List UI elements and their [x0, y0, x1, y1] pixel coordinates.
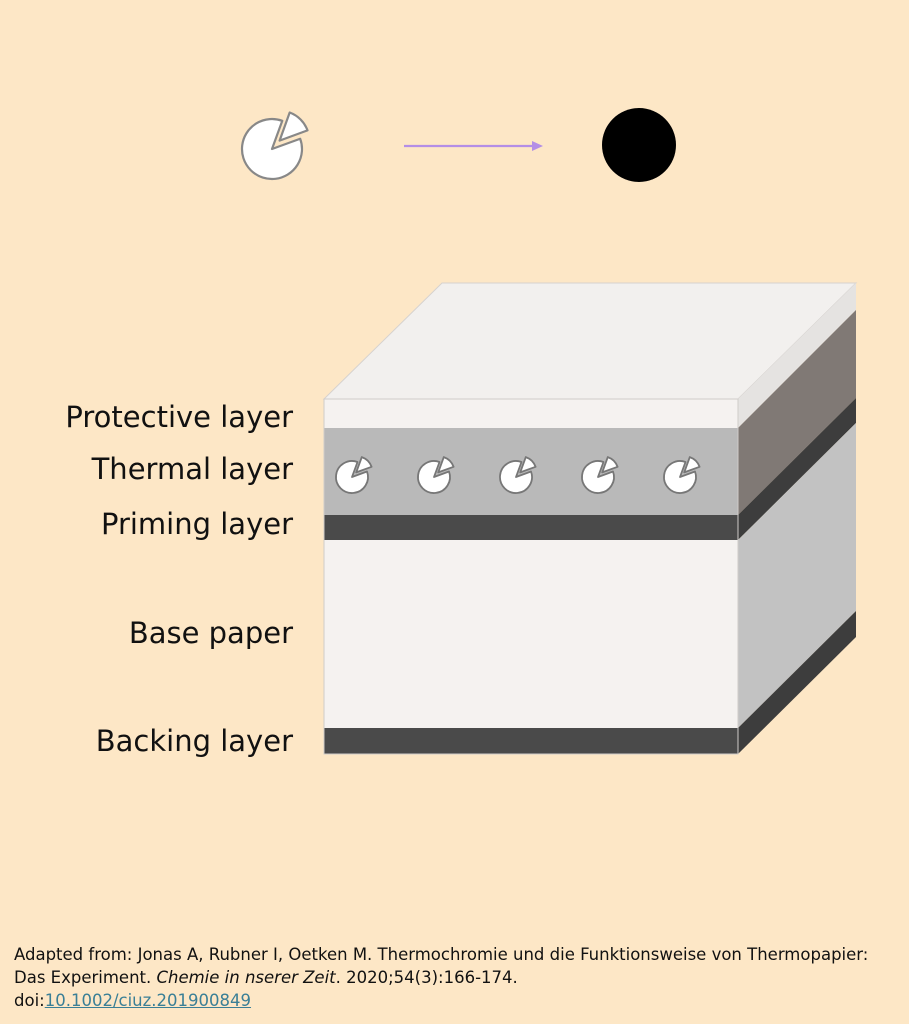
front-backing	[324, 728, 738, 754]
label-backing-layer: Backing layer	[95, 724, 293, 758]
label-thermal-layer: Thermal layer	[91, 452, 293, 486]
pie-with-detached-slice-icon	[240, 111, 309, 181]
citation-volume: . 2020;54(3):166-174.	[335, 968, 518, 987]
citation-text: Adapted from: Jonas A, Rubner I, Oetken …	[14, 945, 869, 987]
side-base	[738, 423, 856, 728]
side-protective	[738, 283, 856, 428]
side-priming	[738, 398, 856, 540]
reaction-illustration	[240, 108, 676, 182]
citation-journal: Chemie in nserer Zeit	[156, 968, 336, 987]
reaction-arrow	[404, 141, 543, 151]
front-priming	[324, 515, 738, 540]
front-protective	[324, 399, 738, 428]
front-base	[324, 540, 738, 728]
side-thermal	[738, 310, 856, 515]
layer-block	[322, 282, 858, 755]
citation: Adapted from: Jonas A, Rubner I, Oetken …	[14, 943, 894, 1012]
label-protective-layer: Protective layer	[65, 400, 293, 434]
label-priming-layer: Priming layer	[100, 507, 293, 541]
black-dot-icon	[602, 108, 676, 182]
doi-link[interactable]: 10.1002/ciuz.201900849	[44, 991, 252, 1010]
side-backing	[738, 611, 856, 754]
doi-prefix: doi:	[14, 991, 45, 1010]
label-base-paper: Base paper	[128, 616, 293, 650]
